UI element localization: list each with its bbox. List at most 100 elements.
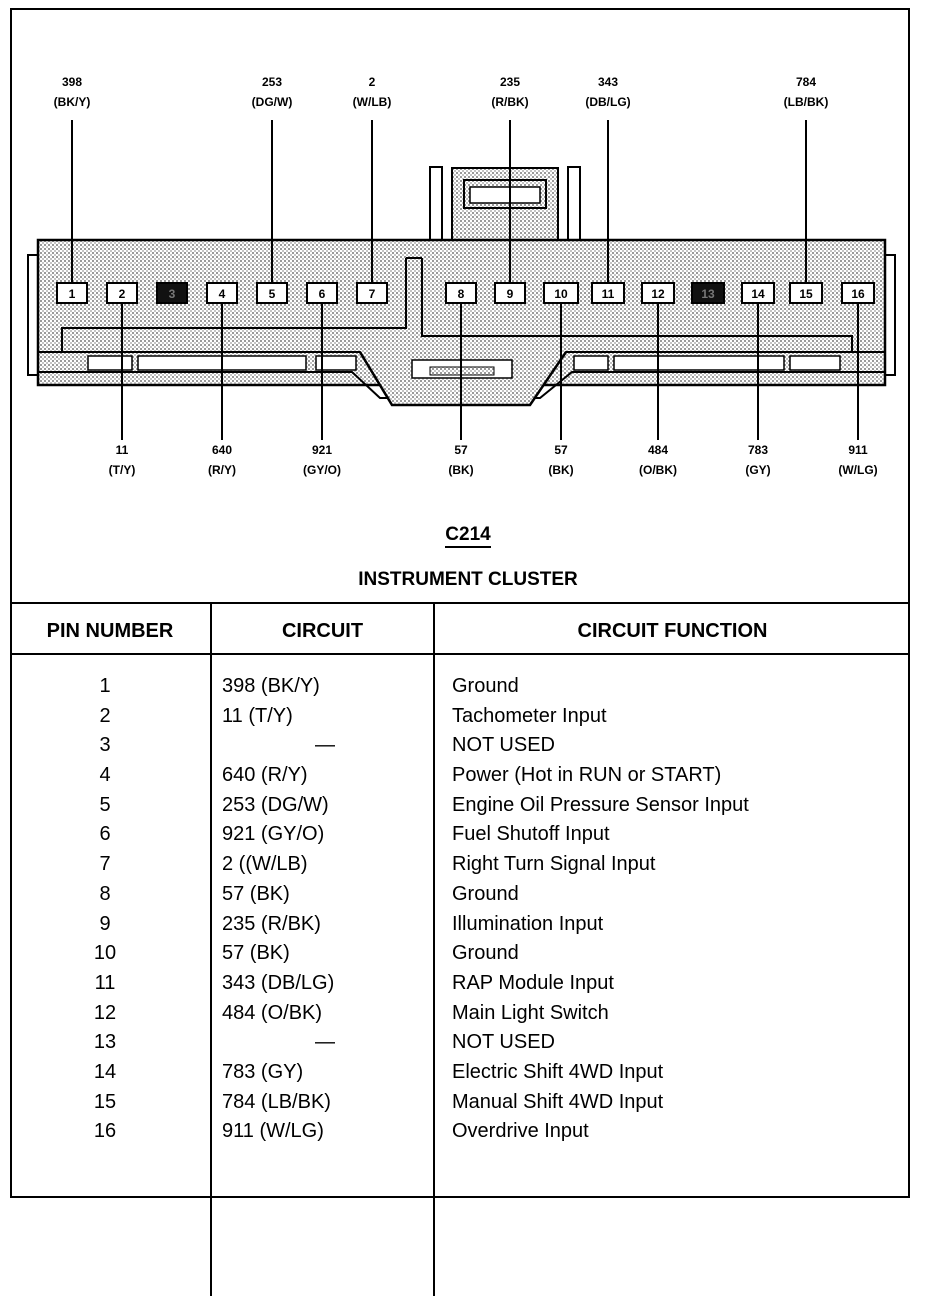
wire-color: (R/Y): [208, 463, 236, 477]
cell-circuit: 57 (BK): [222, 882, 290, 905]
pin-1: 1: [56, 282, 88, 304]
pin-label: 16: [851, 287, 865, 301]
wire-number: 783: [748, 443, 768, 457]
wire-number: 235: [500, 75, 520, 89]
pin-9: 9: [494, 282, 526, 304]
cell-circuit-function: RAP Module Input: [452, 971, 614, 994]
pin-label: 4: [219, 287, 226, 301]
pin-7: 7: [356, 282, 388, 304]
wire-color: (BK): [548, 463, 573, 477]
table-header-border: [10, 653, 910, 655]
cell-circuit-function: Overdrive Input: [452, 1120, 589, 1143]
wire-color: (DG/W): [252, 95, 293, 109]
cell-circuit: 783 (GY): [222, 1060, 304, 1083]
table-row: 14 783 (GY) Electric Shift 4WD Input: [10, 1058, 910, 1088]
wire-color: (BK): [448, 463, 473, 477]
connector-name: INSTRUMENT CLUSTER: [358, 569, 578, 590]
wire-labels-bottom: 11 (T/Y) 640 (R/Y) 921 (GY/O) 57 (BK) 57…: [109, 443, 878, 477]
wire-labels-top: 398 (BK/Y) 253 (DG/W) 2 (W/LB) 235 (R/BK…: [54, 75, 829, 109]
cell-circuit-function: Ground: [452, 882, 519, 905]
pin-4: 4: [206, 282, 238, 304]
pin-2: 2: [106, 282, 138, 304]
cell-circuit-function: Electric Shift 4WD Input: [452, 1060, 664, 1083]
wire-number: 484: [648, 443, 668, 457]
cell-circuit-function: Fuel Shutoff Input: [452, 823, 610, 846]
cell-circuit: 57 (BK): [222, 942, 290, 965]
table-row: 1 398 (BK/Y) Ground: [10, 672, 910, 702]
pin-14: 14: [741, 282, 775, 304]
cell-circuit: 640 (R/Y): [222, 764, 308, 787]
cell-pin-number: 12: [93, 1001, 117, 1024]
wire-color: (GY/O): [303, 463, 341, 477]
cell-circuit: 343 (DB/LG): [222, 971, 335, 994]
cell-pin-number: 2: [99, 704, 111, 727]
wire-number: 343: [598, 75, 618, 89]
wire-number: 2: [369, 75, 376, 89]
cell-circuit-function: Power (Hot in RUN or START): [452, 764, 722, 787]
pin-label: 9: [507, 287, 514, 301]
pin-label: 7: [369, 287, 376, 301]
table-column-divider: [210, 602, 212, 1296]
wire-number: 921: [312, 443, 332, 457]
wire-leads: [71, 120, 859, 440]
wire-number: 253: [262, 75, 282, 89]
cell-pin-number: 7: [99, 853, 111, 876]
pin-6: 6: [306, 282, 338, 304]
pin-16: 16: [841, 282, 875, 304]
cell-circuit-function: Manual Shift 4WD Input: [452, 1090, 664, 1113]
pin-10: 10: [543, 282, 579, 304]
connector-latch: [429, 166, 581, 246]
wire-number: 398: [62, 75, 82, 89]
wire-color: (GY): [745, 463, 770, 477]
cell-pin-number: 10: [93, 942, 117, 965]
pin-label: 8: [458, 287, 465, 301]
cell-pin-number: 6: [99, 823, 111, 846]
pin-label: 13: [701, 287, 715, 301]
cell-pin-number: 13: [93, 1031, 117, 1054]
pin-label: 3: [169, 287, 176, 301]
wire-number: 784: [796, 75, 816, 89]
cell-pin-number: 14: [93, 1060, 117, 1083]
cell-circuit: 235 (R/BK): [222, 912, 321, 935]
pin-label: 6: [319, 287, 326, 301]
pin-label: 12: [651, 287, 665, 301]
pin-label: 1: [69, 287, 76, 301]
cell-circuit-function: NOT USED: [452, 1031, 555, 1054]
wire-number: 57: [454, 443, 468, 457]
connector-id-text: C214: [445, 524, 491, 548]
cell-pin-number: 9: [99, 912, 111, 935]
wire-color: (W/LB): [353, 95, 392, 109]
cell-circuit-function: Tachometer Input: [452, 704, 607, 727]
cell-circuit: 784 (LB/BK): [222, 1090, 331, 1113]
wire-number: 11: [116, 443, 129, 457]
pin-13-unused: 13: [691, 282, 725, 304]
table-row: 7 2 ((W/LB) Right Turn Signal Input: [10, 850, 910, 880]
pin-3-unused: 3: [156, 282, 188, 304]
pin-label: 2: [119, 287, 126, 301]
pin-label: 10: [554, 287, 568, 301]
wire-color: (W/LG): [838, 463, 877, 477]
wire-color: (R/BK): [491, 95, 528, 109]
cell-circuit-function: Right Turn Signal Input: [452, 853, 656, 876]
cell-circuit: 398 (BK/Y): [222, 675, 320, 697]
wire-number: 57: [554, 443, 568, 457]
cell-pin-number: 1: [99, 675, 111, 697]
connector-diagram: 1 2 3 4 5 6 7 8 9 10 11 12: [27, 75, 896, 477]
cell-pin-number: 16: [93, 1120, 117, 1143]
pin-label: 15: [799, 287, 813, 301]
cell-circuit: —: [315, 734, 335, 757]
cell-circuit-function: Ground: [452, 675, 519, 697]
cell-circuit: 2 ((W/LB): [222, 853, 308, 876]
wire-color: (DB/LG): [585, 95, 630, 109]
pin-12: 12: [641, 282, 675, 304]
cell-pin-number: 15: [93, 1090, 117, 1113]
wire-color: (O/BK): [639, 463, 677, 477]
table-row: 15 784 (LB/BK) Manual Shift 4WD Input: [10, 1088, 910, 1118]
